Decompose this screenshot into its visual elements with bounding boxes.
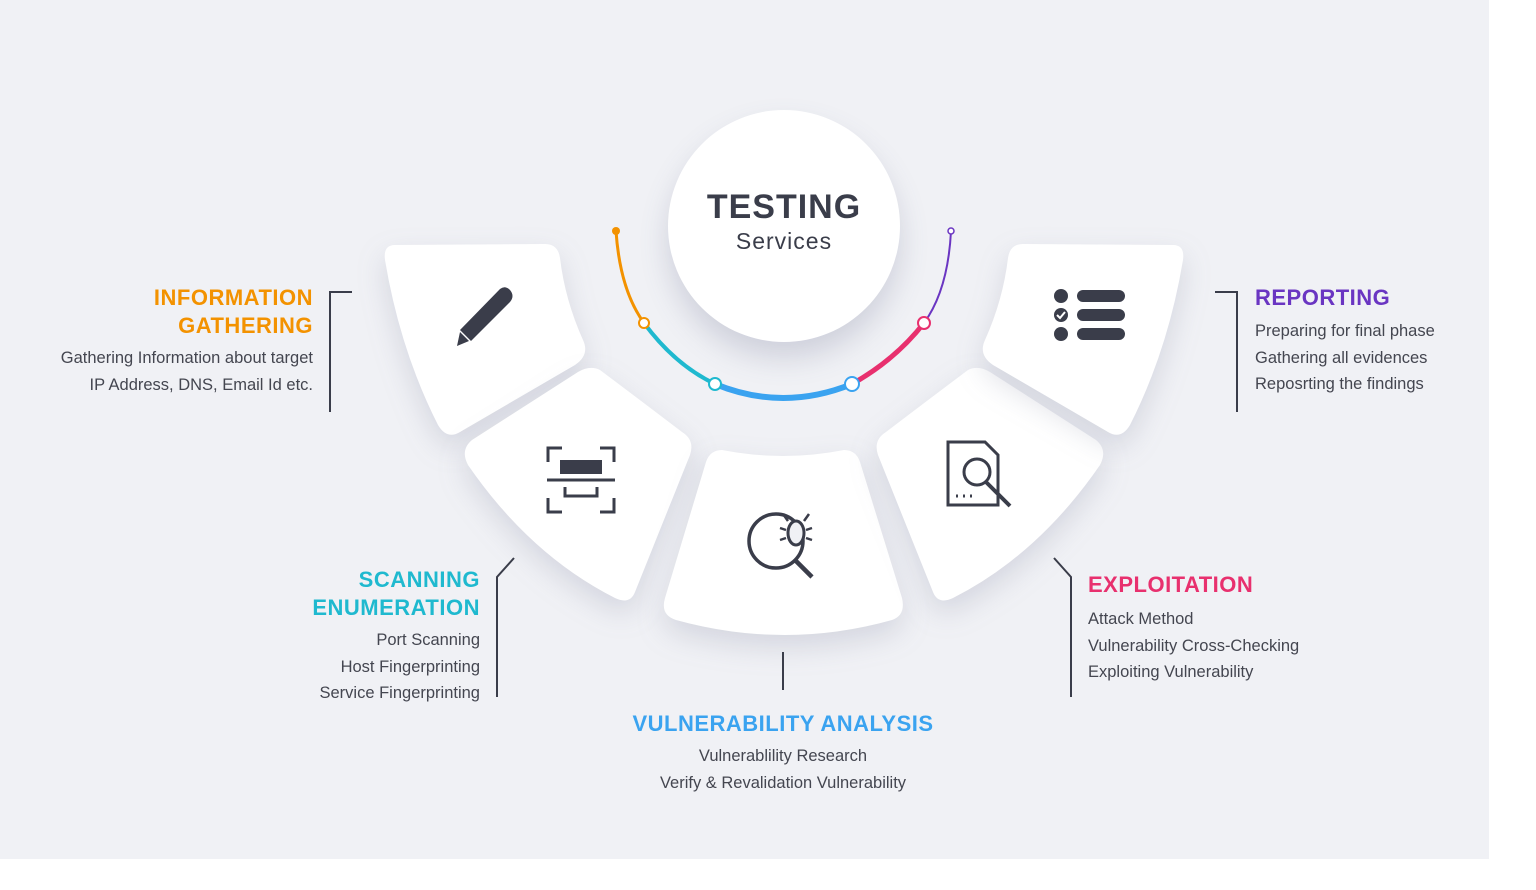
exploit-title-line1: EXPLOITATION: [1088, 572, 1254, 597]
info-title-line1: INFORMATION: [153, 285, 313, 310]
pencil-icon: [457, 287, 513, 346]
vuln-analysis-lines: Vulnerablility Research Verify & Revalid…: [583, 743, 983, 796]
exploit-line: Exploiting Vulnerability: [1088, 663, 1254, 682]
info-line: Gathering Information about target: [60, 349, 313, 367]
info-gathering-card: [384, 244, 586, 435]
diagram-graphics: [329, 227, 1238, 697]
scan-title-line2: ENUMERATION: [312, 595, 480, 620]
arc-node-exploit: [917, 316, 931, 330]
arc-node-vuln: [844, 376, 860, 392]
scan-bracket: [496, 557, 515, 697]
info-gathering-lines: Gathering Information about target IP Ad…: [10, 345, 313, 398]
connector-lines: [329, 291, 1238, 697]
report-bracket: [1215, 291, 1238, 412]
exploit-bracket: [1053, 557, 1072, 697]
reporting-lines: Preparing for final phase Gathering all …: [1255, 318, 1485, 398]
arc-end-dot: [947, 227, 955, 235]
scanning-title: SCANNING ENUMERATION: [240, 566, 480, 622]
reporting-title: REPORTING: [1255, 284, 1475, 312]
bug-search-icon: [747, 512, 814, 579]
vuln-line: Verify & Revalidation Vulnerability: [659, 773, 907, 792]
document-search-icon: [946, 440, 1012, 508]
exploitation-lines: Attack Method Vulnerability Cross-Checki…: [1088, 606, 1368, 686]
report-title-line1: REPORTING: [1255, 285, 1391, 310]
arc-node-info: [638, 317, 650, 329]
checklist-icon: [1054, 289, 1125, 341]
info-bracket: [329, 291, 352, 412]
vuln-line: Vulnerablility Research: [698, 747, 868, 765]
arc-node-scan: [708, 377, 722, 391]
center-title: TESTING: [706, 188, 862, 226]
scanning-lines: Port Scanning Host Fingerprinting Servic…: [240, 627, 481, 707]
vuln-title-line1: VULNERABILITY ANALYSIS: [632, 711, 934, 736]
scan-icon: [546, 446, 616, 514]
info-title-line2: GATHERING: [178, 313, 313, 338]
exploit-line: Vulnerability Cross-Checking: [1088, 636, 1300, 655]
scan-line: Port Scanning: [376, 631, 480, 649]
arc-start-dot: [612, 227, 620, 235]
vuln-analysis-title: VULNERABILITY ANALYSIS: [583, 710, 983, 738]
report-line: Gathering all evidences: [1255, 348, 1428, 367]
scanning-card: [464, 367, 692, 601]
report-line: Reposrting the findings: [1255, 375, 1424, 394]
scan-title-line1: SCANNING: [358, 567, 480, 592]
report-line: Preparing for final phase: [1255, 322, 1435, 340]
exploit-line: Attack Method: [1088, 610, 1194, 628]
exploitation-title: EXPLOITATION: [1088, 571, 1348, 599]
center-subtitle: Services: [735, 228, 833, 254]
info-gathering-title: INFORMATION GATHERING: [60, 284, 313, 340]
vuln-analysis-card: [663, 450, 903, 635]
scan-line: Host Fingerprinting: [340, 657, 480, 676]
scan-line: Service Fingerprinting: [319, 684, 481, 703]
diagram-canvas: TESTING Services INFORMATION GATHERING G…: [0, 0, 1489, 859]
center-circle: TESTING Services: [668, 110, 900, 342]
info-line: IP Address, DNS, Email Id etc.: [89, 375, 313, 394]
progress-arc: [612, 227, 955, 401]
